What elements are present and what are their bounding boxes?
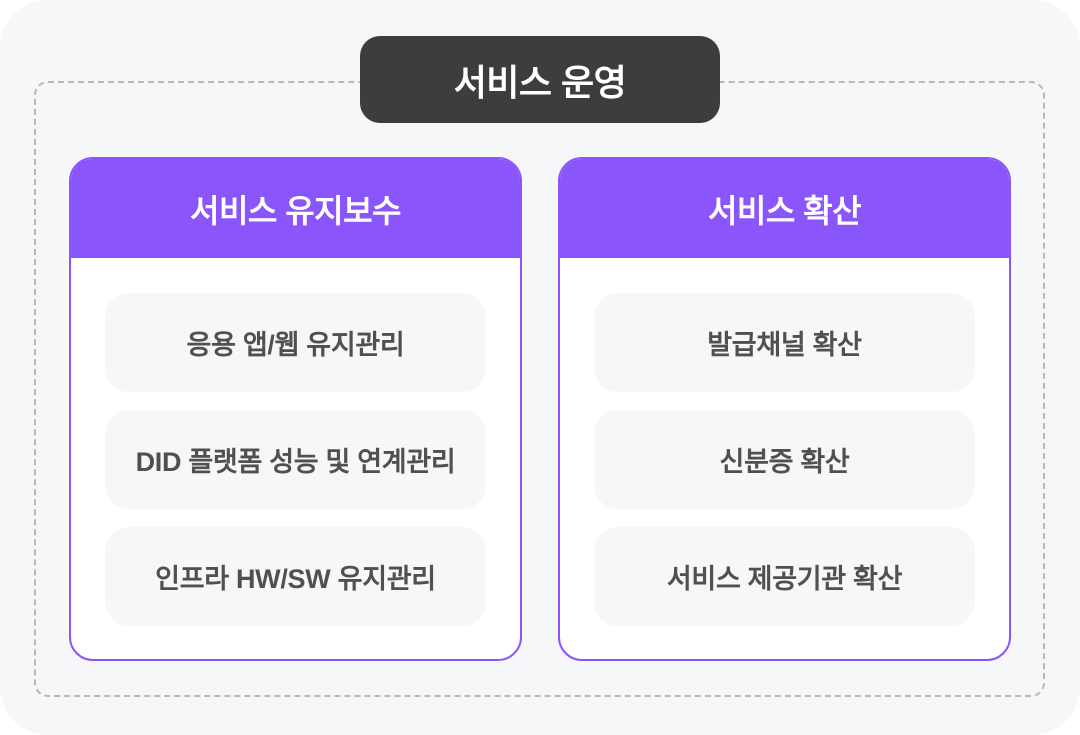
item-label: 응용 앱/웹 유지관리	[186, 330, 405, 360]
diagram-title: 서비스 운영	[360, 36, 720, 123]
item-label: 신분증 확산	[719, 447, 850, 477]
group-card-expansion: 서비스 확산 발급채널 확산 신분증 확산 서비스 제공기관 확산	[558, 157, 1011, 661]
list-item: 신분증 확산	[594, 410, 975, 509]
group-title: 서비스 확산	[707, 192, 862, 229]
list-item: 서비스 제공기관 확산	[594, 527, 975, 626]
group-title: 서비스 유지보수	[190, 192, 401, 229]
item-label: 발급채널 확산	[707, 330, 862, 360]
group-header: 서비스 확산	[560, 159, 1009, 258]
item-label: DID 플랫폼 성능 및 연계관리	[135, 447, 456, 477]
diagram-title-text: 서비스 운영	[453, 61, 627, 103]
list-item: 발급채널 확산	[594, 293, 975, 392]
list-item: 응용 앱/웹 유지관리	[105, 293, 486, 392]
list-item: 인프라 HW/SW 유지관리	[105, 527, 486, 626]
group-header: 서비스 유지보수	[71, 159, 520, 258]
group-body: 응용 앱/웹 유지관리 DID 플랫폼 성능 및 연계관리 인프라 HW/SW …	[71, 258, 520, 626]
group-body: 발급채널 확산 신분증 확산 서비스 제공기관 확산	[560, 258, 1009, 626]
item-label: 인프라 HW/SW 유지관리	[155, 564, 436, 594]
list-item: DID 플랫폼 성능 및 연계관리	[105, 410, 486, 509]
group-card-maintenance: 서비스 유지보수 응용 앱/웹 유지관리 DID 플랫폼 성능 및 연계관리 인…	[69, 157, 522, 661]
item-label: 서비스 제공기관 확산	[666, 564, 903, 594]
